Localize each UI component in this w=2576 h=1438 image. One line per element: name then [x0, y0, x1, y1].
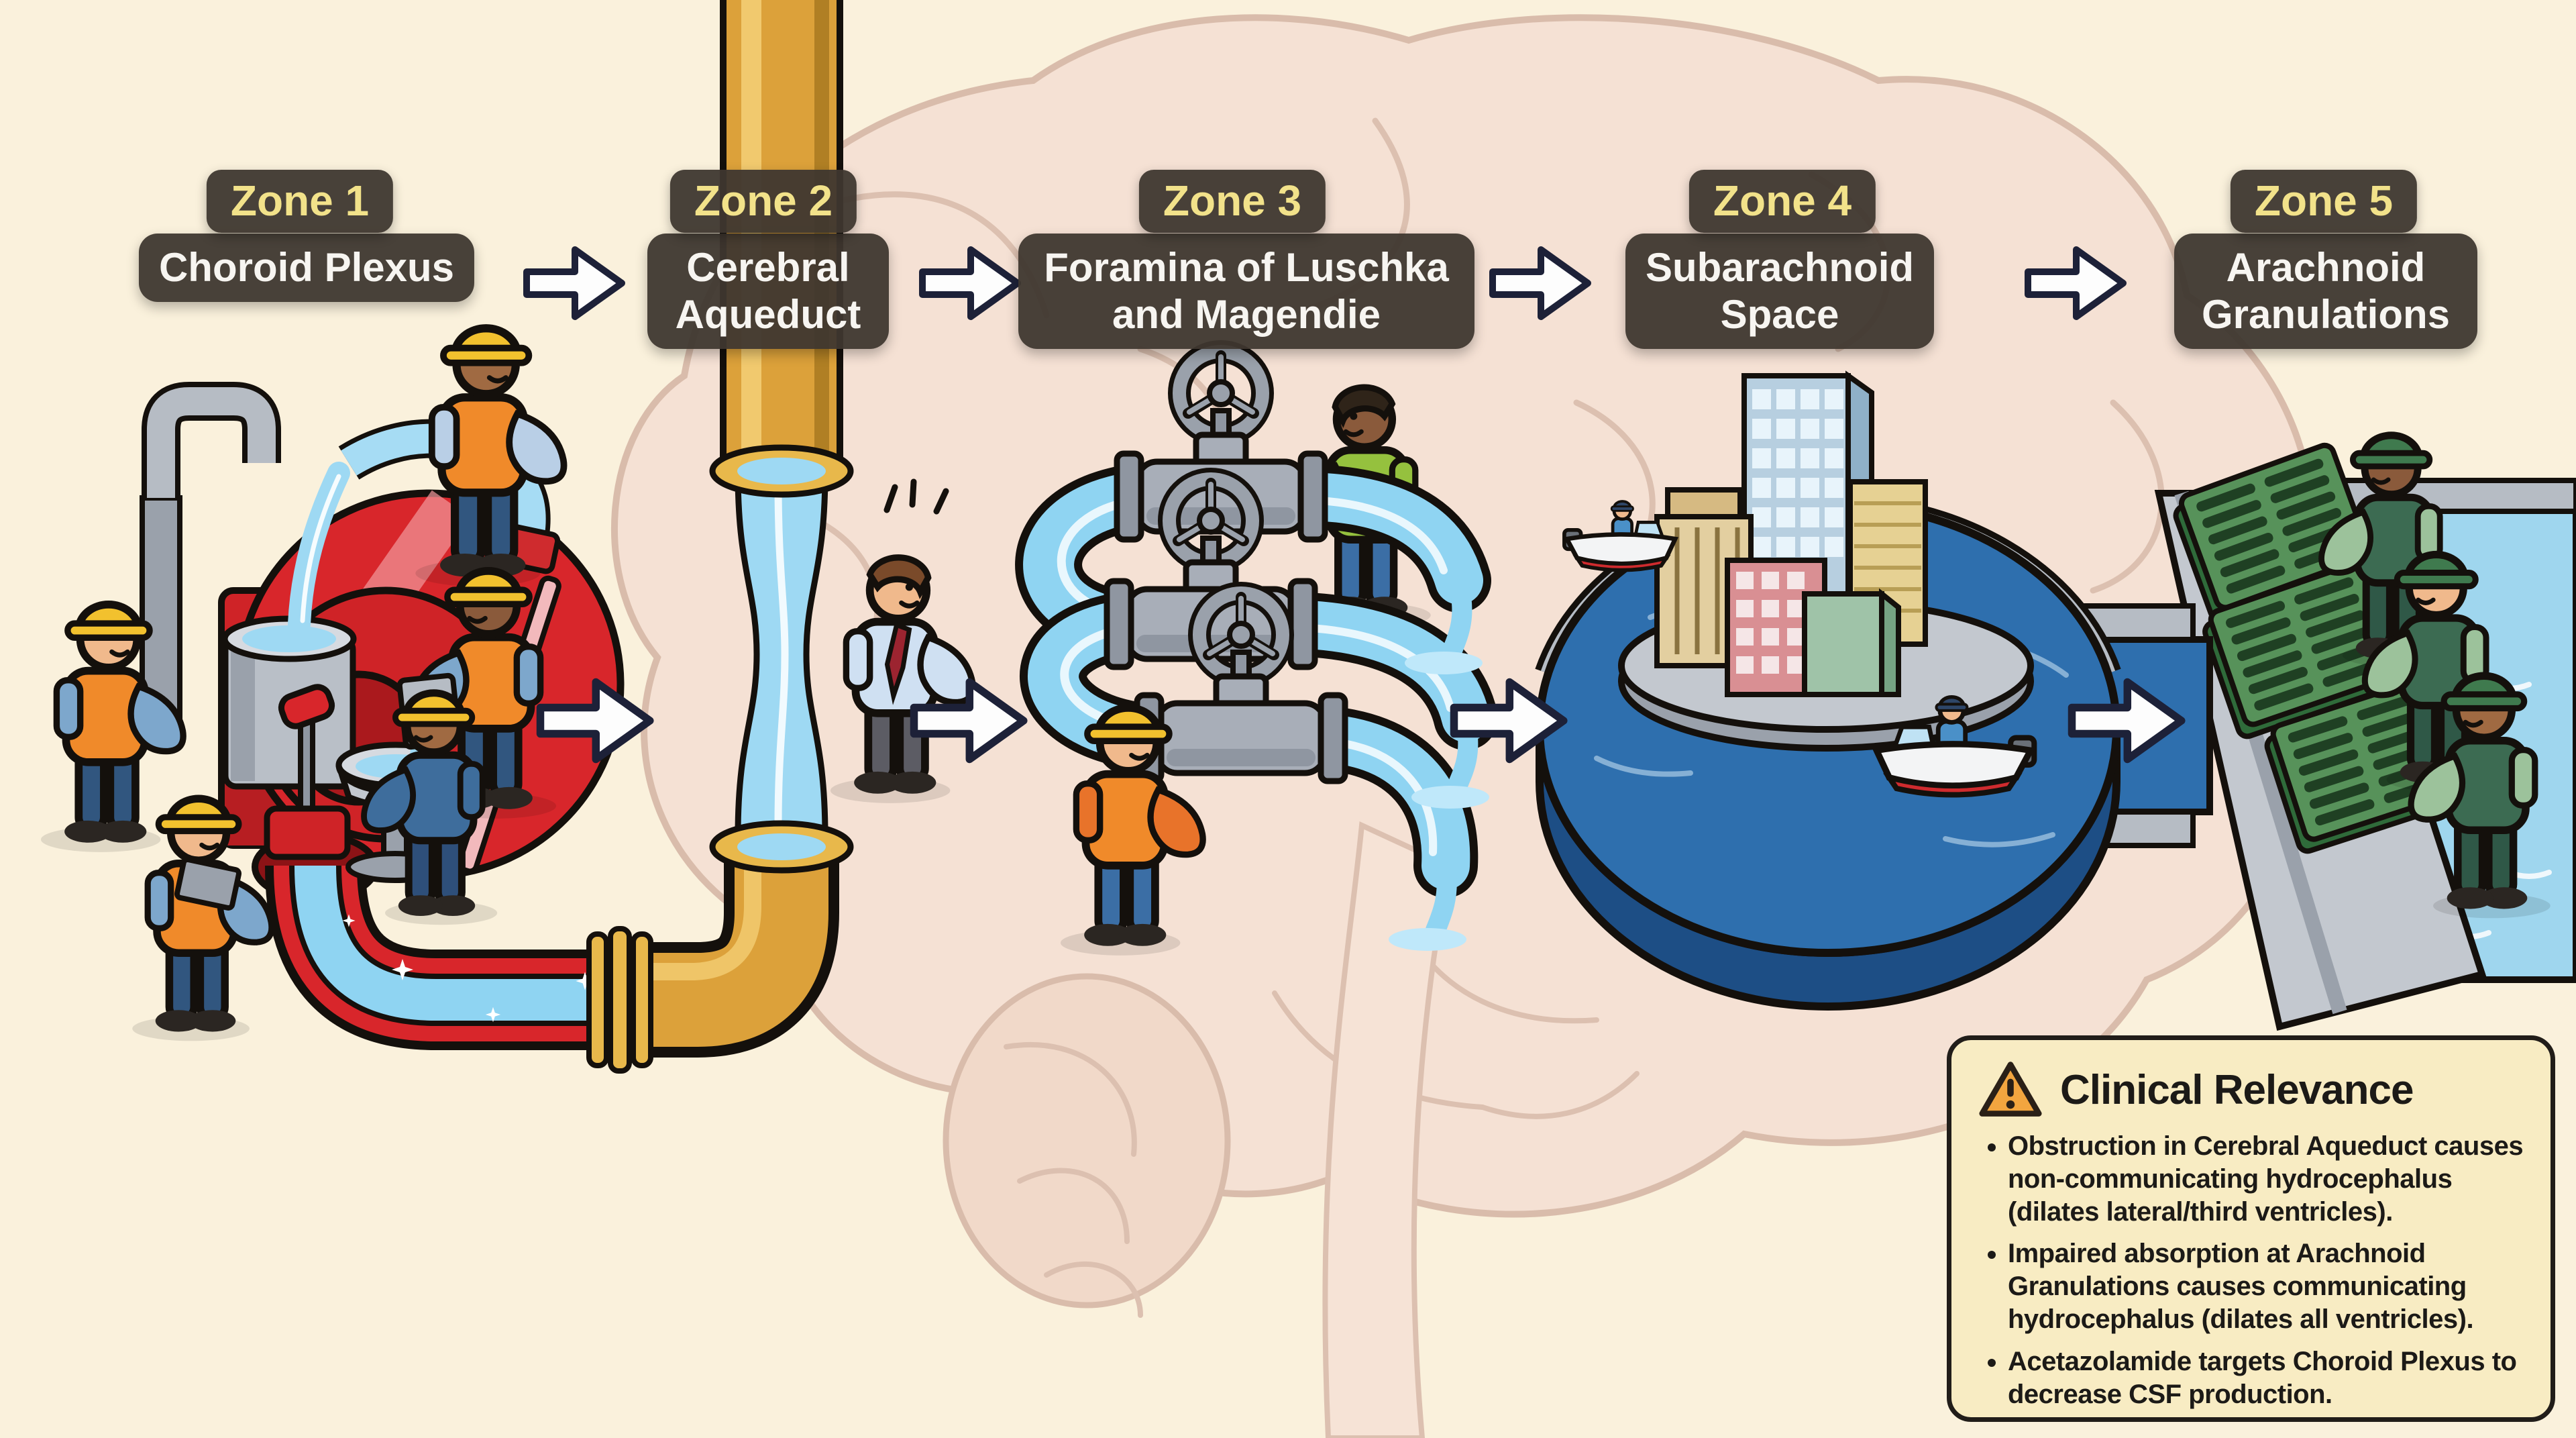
cerebral-aqueduct-pipe	[623, 859, 839, 1058]
warning-triangle-icon	[1979, 1062, 2042, 1117]
foramina-valves-illustration	[1015, 352, 1498, 956]
zone-3-name: Foramina of Luschka and Magendie	[1018, 234, 1474, 350]
arachnoid-granulations-illustration	[2154, 435, 2576, 1031]
clinical-relevance-list: Obstruction in Cerebral Aqueduct causes …	[1978, 1130, 2524, 1410]
zone-1-badge: Zone 1	[206, 170, 394, 233]
choroid-plexus-illustration	[41, 328, 839, 1074]
clinical-bullet: Impaired absorption at Arachnoid Granula…	[2008, 1237, 2524, 1335]
alarm-marks-icon	[883, 478, 949, 515]
clinical-relevance-title: Clinical Relevance	[2060, 1066, 2414, 1113]
right-arrow-icon	[527, 250, 622, 317]
zone-3-badge: Zone 3	[1138, 170, 1326, 233]
subarachnoid-space-illustration	[1535, 370, 2213, 1011]
clinical-relevance-box: Clinical Relevance Obstruction in Cerebr…	[1947, 1035, 2555, 1422]
clinical-bullet: Obstruction in Cerebral Aqueduct causes …	[2008, 1130, 2524, 1228]
zone-1-name: Choroid Plexus	[138, 234, 475, 303]
zone-2-badge: Zone 2	[669, 170, 857, 233]
zone-4-badge: Zone 4	[1688, 170, 1876, 233]
clinical-bullet: Acetazolamide targets Choroid Plexus to …	[2008, 1345, 2524, 1411]
zone-5-badge: Zone 5	[2230, 170, 2418, 233]
zone-5-name: Arachnoid Granulations	[2174, 234, 2477, 350]
zone-4-name: Subarachnoid Space	[1625, 234, 1934, 350]
zone-2-name: Cerebral Aqueduct	[647, 234, 889, 350]
csf-channel	[265, 864, 607, 1050]
